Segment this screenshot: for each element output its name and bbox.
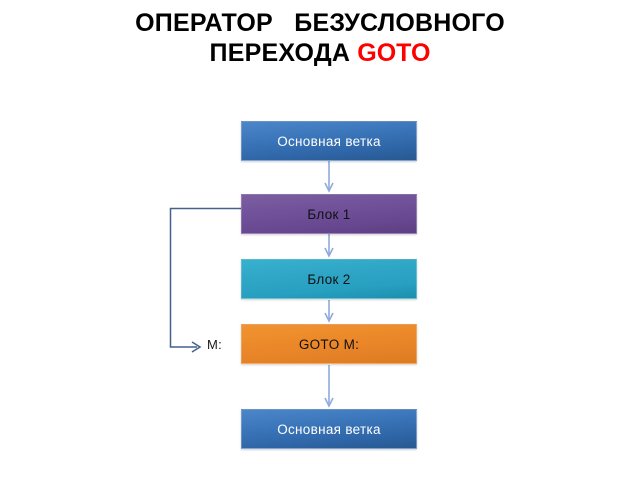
node-block-1[interactable]: Блок 1 xyxy=(241,194,417,234)
title-line-2: ПЕРЕХОДА GOTO xyxy=(40,38,600,72)
node-main-branch-bottom[interactable]: Основная ветка xyxy=(241,409,417,449)
edge-block2-to-goto xyxy=(324,300,334,323)
title-goto-keyword: GOTO xyxy=(357,39,431,67)
edge-main-top-to-block1 xyxy=(324,161,334,193)
jump-mark-label: M: xyxy=(207,337,223,352)
node-goto-statement[interactable]: GOTO M: xyxy=(241,324,417,364)
title-line-1: ОПЕРАТОР БЕЗУСЛОВНОГО xyxy=(135,9,505,37)
edge-block1-to-block2 xyxy=(324,234,334,258)
node-label: Основная ветка xyxy=(277,421,381,437)
node-label: Основная ветка xyxy=(277,133,381,149)
node-label: Блок 2 xyxy=(307,271,351,287)
node-block-2[interactable]: Блок 2 xyxy=(241,259,417,299)
page-title: ОПЕРАТОР БЕЗУСЛОВНОГО ПЕРЕХОДА GOTO xyxy=(40,8,600,72)
title-line-2-text: ПЕРЕХОДА xyxy=(209,39,358,67)
node-label: GOTO M: xyxy=(298,336,360,352)
node-label: Блок 1 xyxy=(307,206,351,222)
node-main-branch-top[interactable]: Основная ветка xyxy=(241,121,417,161)
edge-goto-to-main-bottom xyxy=(324,365,334,408)
edge-jump-to-mark xyxy=(169,207,241,353)
